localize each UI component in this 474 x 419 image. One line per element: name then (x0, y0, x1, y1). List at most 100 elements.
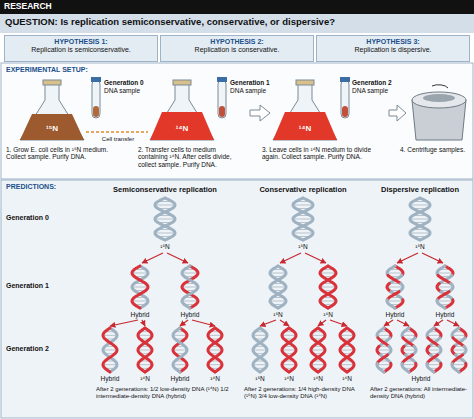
step-text: 1. Grow E. coli cells in ¹⁵N medium. Col… (6, 146, 118, 161)
row-heading: Generation 1 (6, 282, 76, 290)
hypothesis-box: HYPOTHESIS 2:Replication is conservative… (160, 35, 314, 62)
question-title: QUESTION: Is replication semiconservativ… (5, 17, 470, 28)
replication-arrow (180, 320, 188, 326)
replication-arrow (280, 253, 301, 263)
replication-arrow (330, 320, 347, 326)
dna-helix (173, 328, 187, 372)
replication-arrow (384, 320, 393, 326)
step-text: 3. Leave cells in ¹⁴N medium to divide a… (262, 146, 374, 161)
test-tube (91, 77, 101, 118)
step-text: 4. Centrifuge samples. (400, 146, 470, 153)
dna-helix (387, 266, 403, 308)
strand-label: Hybrid (95, 375, 125, 382)
dna-helix (437, 266, 453, 308)
replication-arrow (447, 320, 459, 326)
dna-helix (155, 198, 175, 240)
dna-helix (293, 198, 313, 240)
section-heading: PREDICTIONS: (6, 183, 86, 191)
row-heading: Generation 0 (6, 214, 76, 222)
replication-arrow (142, 253, 163, 263)
strand-label: ¹⁵N (263, 311, 293, 318)
transfer-line (86, 131, 148, 133)
column-heading: Conservative replication (243, 186, 363, 195)
strand-label: Hybrid (430, 311, 460, 318)
hypothesis-heading: HYPOTHESIS 2: (164, 38, 310, 46)
replication-arrow (110, 320, 138, 326)
hypothesis-text: Replication is dispersive. (320, 46, 466, 54)
strand-label: ¹⁵N (245, 375, 275, 382)
step-arrow (389, 105, 406, 121)
step-arrow (250, 105, 270, 121)
strand-label: ¹⁴N (332, 375, 362, 382)
step-text: 2. Transfer cells to medium containing ¹… (138, 146, 246, 168)
row-heading: Generation 2 (6, 345, 76, 353)
hypothesis-box: HYPOTHESIS 3:Replication is dispersive. (316, 35, 470, 62)
strand-label: ¹⁵N (288, 243, 318, 250)
column-heading: Semiconservative replication (95, 186, 235, 195)
replication-arrow (397, 320, 409, 326)
dna-helix (452, 328, 466, 372)
strand-label: Hybrid (125, 311, 155, 318)
strand-label: ¹⁵N (405, 243, 435, 250)
test-tube (217, 77, 227, 118)
sample-label: Generation 0 (104, 79, 154, 86)
transfer-label: Cell transfer (88, 136, 148, 143)
strand-label: ¹⁴N (303, 375, 333, 382)
dna-helix (320, 266, 336, 308)
question-band (0, 14, 474, 33)
sample-label: DNA sample (104, 87, 154, 94)
replication-arrow (422, 253, 443, 263)
strand-label: ¹⁴N (313, 311, 343, 318)
dna-helix (340, 328, 354, 372)
sample-label: DNA sample (230, 87, 280, 94)
hypothesis-text: Replication is conservative. (164, 46, 310, 54)
dna-helix (282, 328, 296, 372)
replication-arrow (167, 253, 188, 263)
dna-helix (208, 328, 222, 372)
dna-helix (377, 328, 391, 372)
section-heading: EXPERIMENTAL SETUP: (6, 66, 156, 74)
replication-arrow (260, 320, 276, 326)
replication-arrow (305, 253, 326, 263)
sample-label: DNA sample (352, 87, 392, 94)
strand-label: ¹⁴N (200, 375, 230, 382)
column-heading: Dispersive replication (368, 186, 472, 195)
strand-label: ¹⁵N (150, 243, 180, 250)
sample-label: Generation 2 (352, 79, 392, 86)
replication-arrow (192, 320, 215, 326)
strand-label: Hybrid (165, 375, 195, 382)
result-text: After 2 generations: All intermediate-de… (370, 386, 470, 400)
strand-label: Hybrid (401, 375, 441, 382)
replication-arrow (434, 320, 443, 326)
dna-helix (138, 328, 152, 372)
replication-arrow (318, 320, 326, 326)
hypothesis-box: HYPOTHESIS 1:Replication is semiconserva… (4, 35, 158, 62)
result-text: After 2 generations: 1/2 low-density DNA… (96, 386, 234, 400)
replication-arrow (397, 253, 418, 263)
hypothesis-heading: HYPOTHESIS 1: (8, 38, 154, 46)
strand-label: ¹⁴N (274, 375, 304, 382)
dna-helix (402, 328, 416, 372)
header-label: RESEARCH (4, 2, 104, 12)
hypothesis-heading: HYPOTHESIS 3: (320, 38, 466, 46)
dna-helix (270, 266, 286, 308)
result-text: After 2 generations: 1/4 high-density DN… (244, 386, 364, 400)
sample-label: Generation 1 (230, 79, 280, 86)
centrifuge (412, 85, 466, 140)
dna-helix (103, 328, 117, 372)
hypothesis-text: Replication is semiconservative. (8, 46, 154, 54)
dna-helix (311, 328, 325, 372)
dna-helix (253, 328, 267, 372)
strand-label: Hybrid (380, 311, 410, 318)
dna-helix (410, 198, 430, 240)
setup-panel (1, 63, 473, 179)
medium-label: ¹⁴N (167, 124, 197, 133)
medium-label: ¹⁴N (290, 124, 320, 133)
flask (273, 80, 337, 140)
dna-helix (182, 266, 198, 308)
dna-helix (132, 266, 148, 308)
test-tube (340, 77, 350, 118)
replication-arrow (142, 320, 145, 326)
replication-arrow (280, 320, 289, 326)
medium-label: ¹⁵N (37, 124, 67, 133)
